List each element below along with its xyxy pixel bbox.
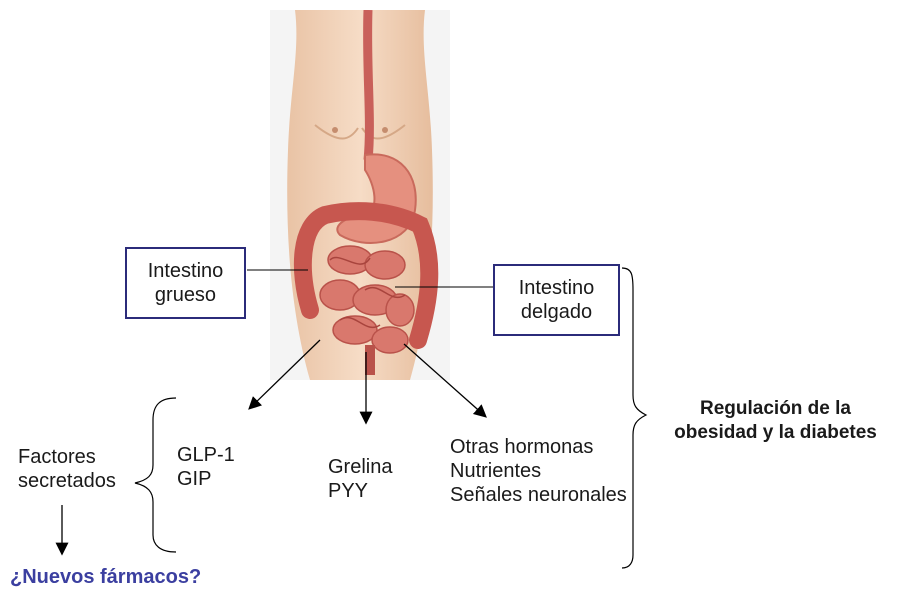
label-small-intestine: Intestino delgado	[493, 264, 620, 336]
left-brace	[135, 398, 176, 552]
arrow-glp-gip	[250, 340, 320, 408]
secreted-factors-label: Factores secretados	[18, 445, 116, 493]
arrow-others	[404, 344, 485, 416]
regulation-label: Regulación de la obesidad y la diabetes	[648, 397, 903, 445]
new-drugs-question: ¿Nuevos fármacos?	[10, 565, 201, 589]
label-large-intestine: Intestino grueso	[125, 247, 246, 319]
right-brace	[622, 268, 646, 568]
other-factors-label: Otras hormonas Nutrientes Señales neuron…	[450, 435, 627, 507]
glp-gip-label: GLP-1 GIP	[177, 443, 235, 491]
grelina-pyy-label: Grelina PYY	[328, 455, 392, 503]
